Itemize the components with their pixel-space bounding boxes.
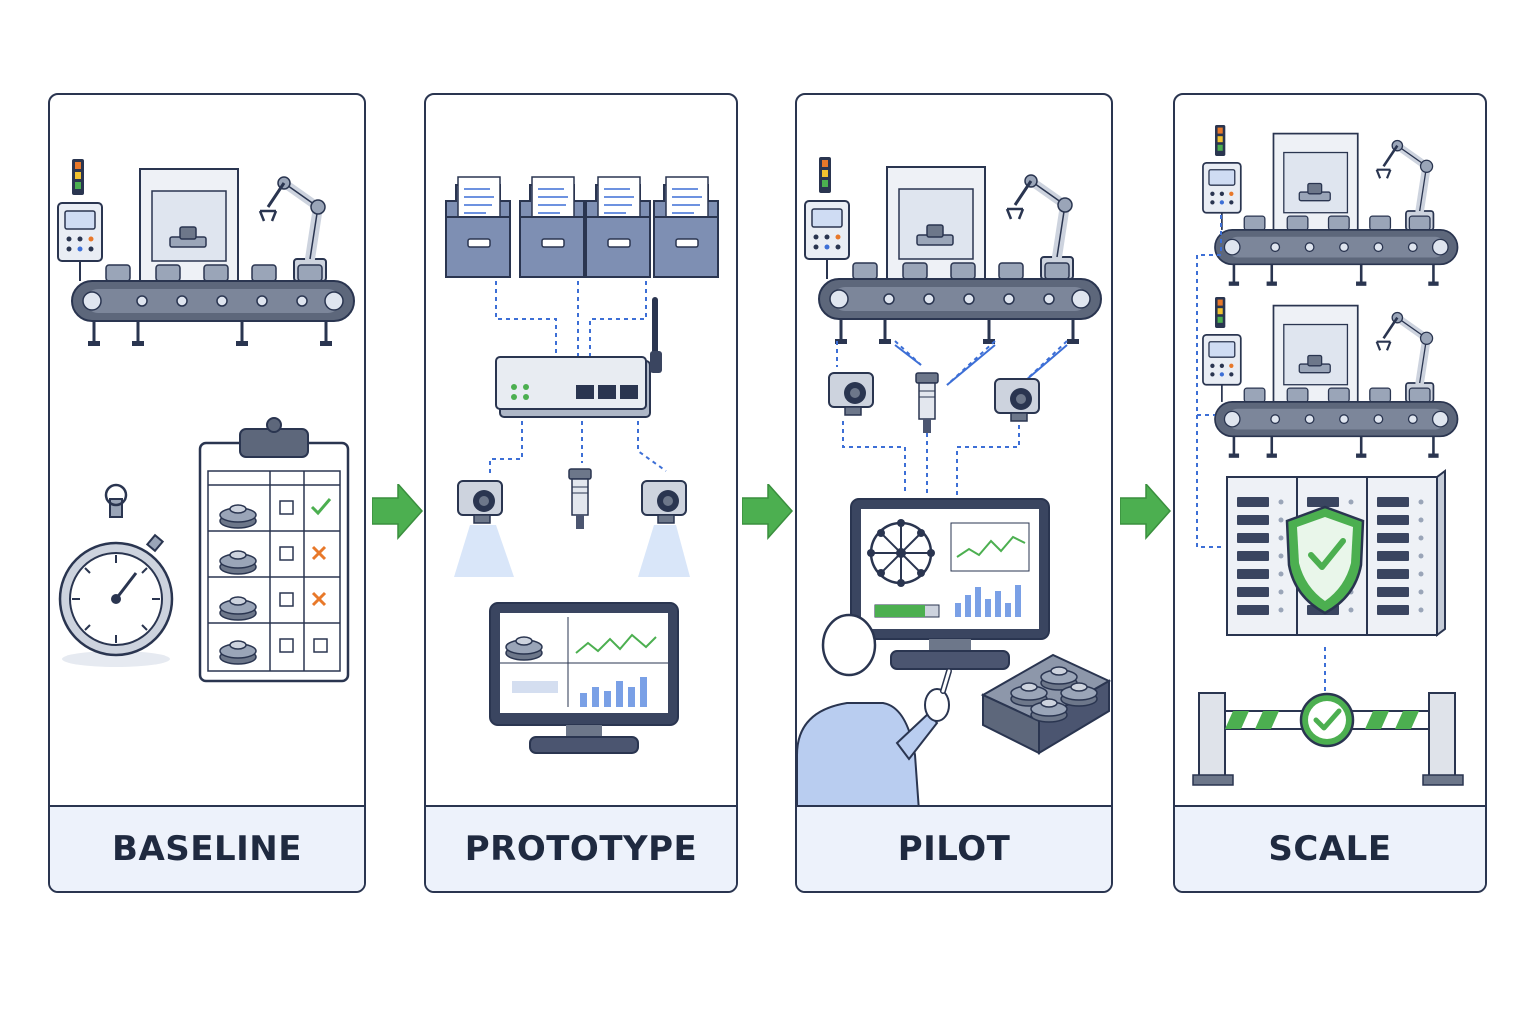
stopwatch-icon <box>58 483 174 667</box>
file-box-icon <box>653 176 719 278</box>
clipboard-checklist-icon <box>198 417 350 683</box>
stage-label-scale: SCALE <box>1268 829 1392 869</box>
stage-label-baseline: BASELINE <box>112 829 302 869</box>
sensor-icon <box>568 468 592 530</box>
camera-icon <box>638 480 690 577</box>
process-arrow-2 <box>741 483 794 544</box>
file-box-icon <box>519 176 585 278</box>
operator-icon <box>797 613 952 811</box>
stage-panel-pilot: PILOT <box>795 93 1113 893</box>
stage-footer: BASELINE <box>50 805 364 891</box>
stage-label-pilot: PILOT <box>897 829 1011 869</box>
monitor-dashboard-icon <box>850 498 1050 670</box>
stage-panel-scale: SCALE <box>1173 93 1487 893</box>
process-arrow-1 <box>371 483 424 544</box>
stage-panel-prototype: PROTOTYPE <box>424 93 738 893</box>
process-arrow-3 <box>1119 483 1172 544</box>
ai-brain-icon <box>867 519 935 587</box>
file-box-icon <box>585 176 651 278</box>
production-line-icon <box>1203 297 1458 458</box>
parts-tray-icon <box>980 653 1111 755</box>
server-rack-icon <box>1226 469 1446 637</box>
network-gateway-icon <box>495 297 662 418</box>
camera-icon <box>828 372 874 416</box>
stage-footer: PROTOTYPE <box>426 805 736 891</box>
monitor-dashboard-icon <box>489 602 679 754</box>
stage-label-prototype: PROTOTYPE <box>464 829 698 869</box>
camera-icon <box>994 378 1040 422</box>
file-box-icon <box>445 176 511 278</box>
production-line-icon <box>805 157 1101 344</box>
camera-icon <box>454 480 514 577</box>
stage-footer: PILOT <box>797 805 1111 891</box>
stage-footer: SCALE <box>1175 805 1485 891</box>
production-line-icon <box>58 159 354 346</box>
shield-check-icon <box>1285 505 1365 615</box>
sensor-icon <box>915 372 939 434</box>
quality-gate-icon <box>1192 692 1464 786</box>
production-line-icon <box>1203 125 1458 286</box>
stage-panel-baseline: BASELINE <box>48 93 366 893</box>
